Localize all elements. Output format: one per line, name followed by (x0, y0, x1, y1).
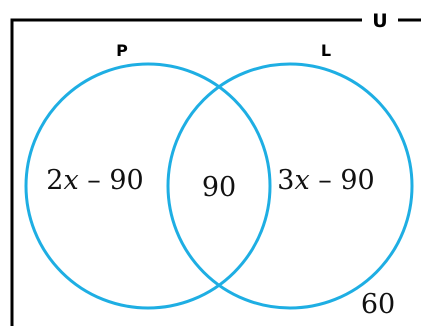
set-label-p: P (116, 41, 128, 60)
region-outside: 60 (361, 289, 395, 320)
set-label-l: L (321, 41, 331, 60)
universe-frame (10, 18, 362, 326)
region-intersection: 90 (202, 172, 236, 203)
universe-label: U (372, 10, 387, 32)
circle-l (166, 62, 414, 310)
region-l-only: 3x – 90 (277, 165, 374, 196)
circle-p (24, 62, 272, 310)
region-p-only: 2x – 90 (46, 165, 143, 196)
